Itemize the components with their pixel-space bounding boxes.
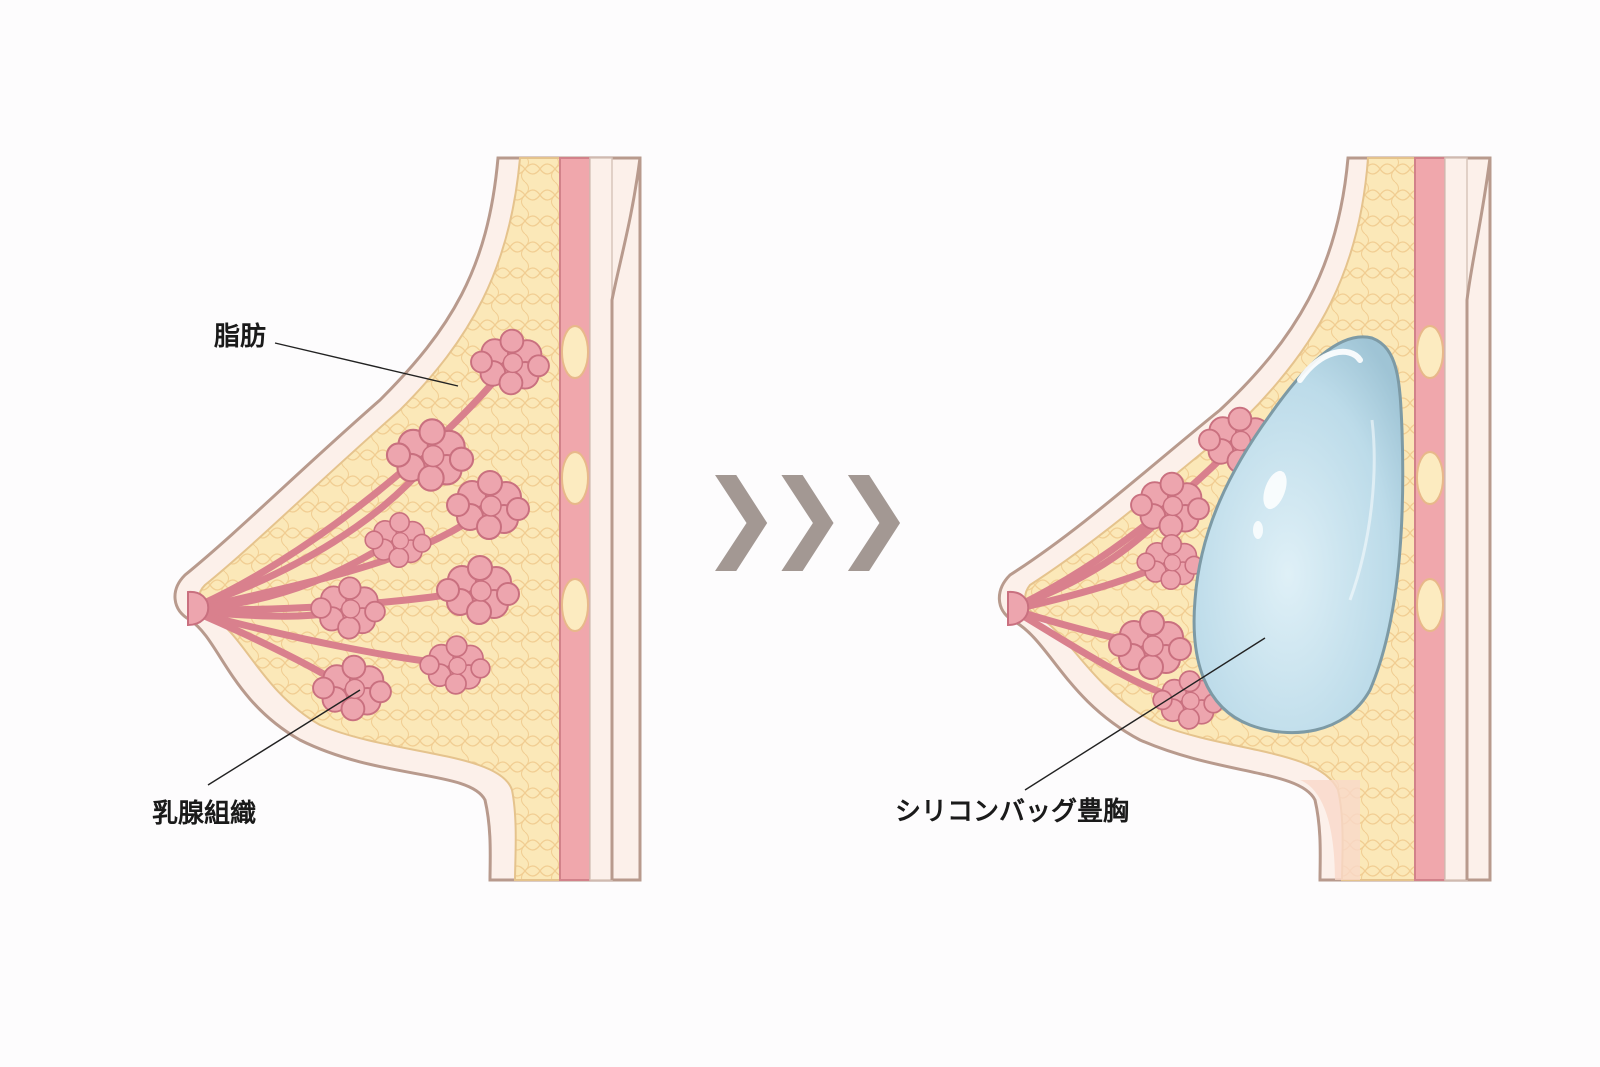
rib [1416, 578, 1444, 632]
implant-leader-line [1024, 637, 1266, 791]
breast-after: シリコンバッグ豊胸 [895, 156, 1492, 882]
label-fat: 脂肪 [214, 322, 266, 352]
rib [561, 451, 589, 505]
muscle-layer [1414, 157, 1446, 881]
nipple [187, 590, 210, 627]
label-silicone-implant: シリコンバッグ豊胸 [895, 797, 1129, 827]
rib [1416, 451, 1444, 505]
breast-before: 脂肪 乳腺組織 [152, 156, 642, 882]
transition-arrow: ❯❯❯ [700, 459, 900, 572]
silicone-implant [1192, 335, 1405, 735]
nipple [1007, 590, 1030, 627]
label-mammary-gland: 乳腺組織 [152, 798, 256, 829]
rib [561, 325, 589, 379]
fat-leader-line [274, 342, 459, 387]
muscle-layer [559, 157, 591, 881]
rib [561, 578, 589, 632]
gland-leader-line [207, 689, 361, 786]
rib [1416, 325, 1444, 379]
